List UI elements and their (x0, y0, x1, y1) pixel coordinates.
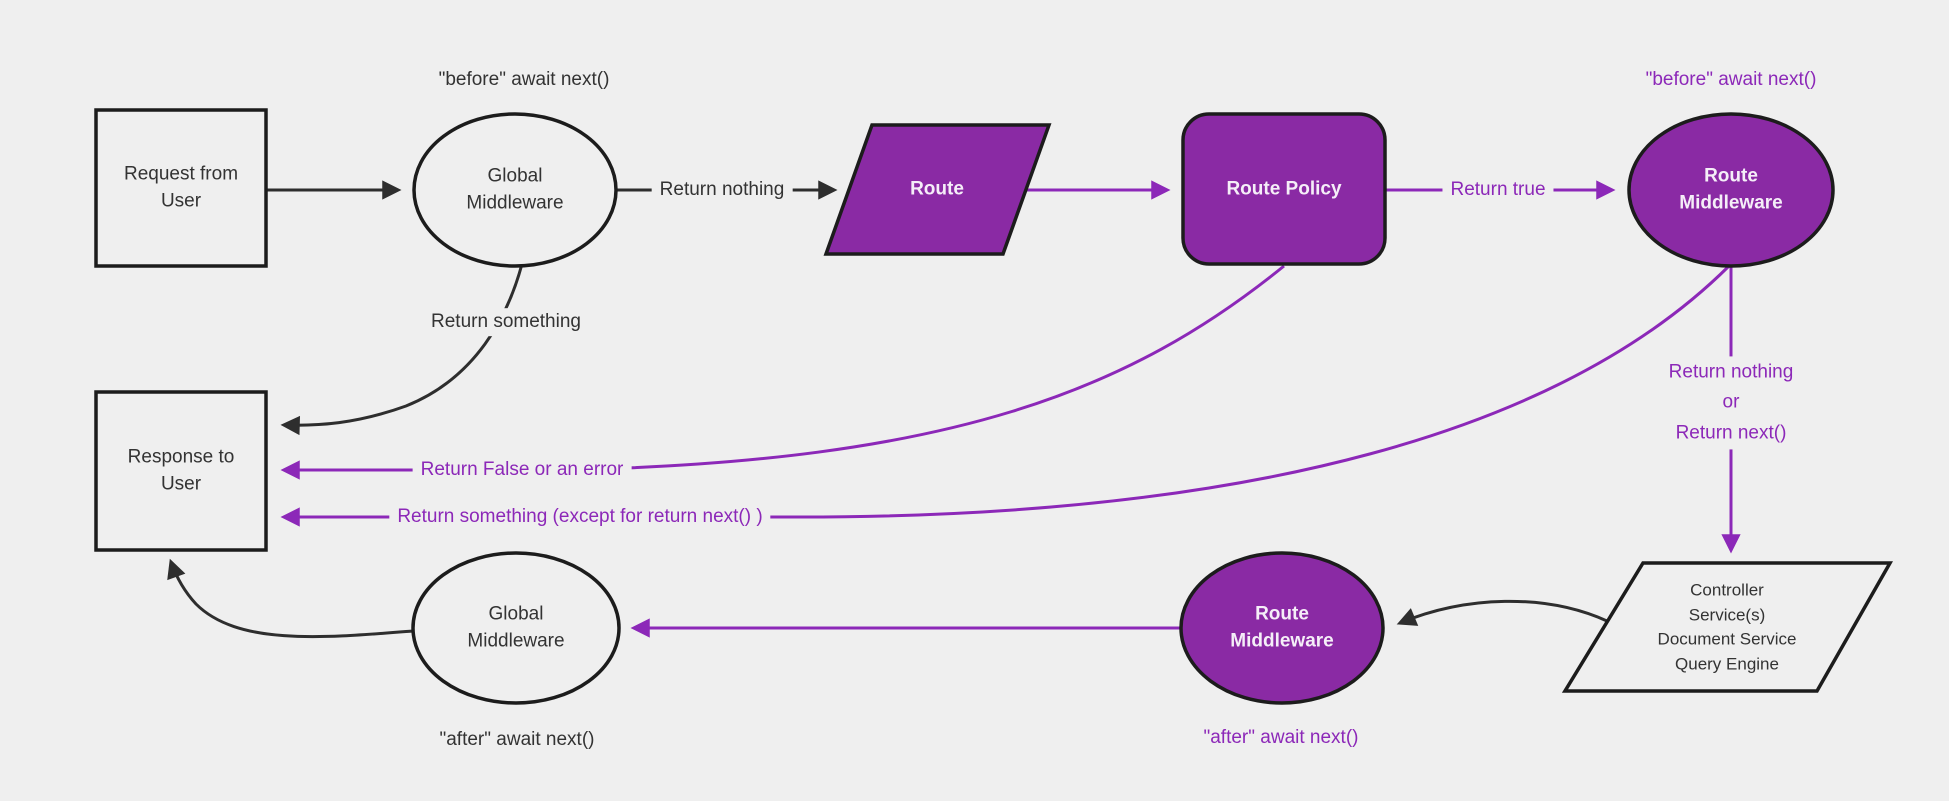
edge-global-middleware-return-something (280, 263, 524, 436)
controller-stack-label: Controller Service(s) Document Service Q… (1617, 579, 1837, 678)
before-await-next-top-left-label: "before" await next() (438, 69, 610, 91)
node-route (823, 123, 1052, 256)
node-route-middleware-top (1627, 112, 1835, 268)
return-true-label: Return true (1442, 176, 1554, 204)
route-label: Route (910, 178, 964, 200)
request-from-user-label: Request from User (123, 163, 239, 211)
edge-global-middleware-bottom-to-response (167, 558, 414, 639)
controller-stack-line: Service(s) (1688, 605, 1766, 625)
route-policy-label: Route Policy (1226, 178, 1342, 200)
node-global-middleware-bottom (411, 551, 621, 705)
before-await-next-top-right-label: "before" await next() (1645, 69, 1817, 91)
controller-stack-line: Controller (1690, 580, 1764, 600)
route-middleware-top-label: Route Middleware (1679, 165, 1783, 213)
controller-stack-line: Query Engine (1675, 654, 1779, 674)
edge-route-policy-return-false (280, 264, 1285, 480)
edge-route-middleware-return-something (280, 264, 1731, 527)
after-await-next-bottom-mid-label: "after" await next() (1203, 727, 1359, 749)
return-nothing-or-next-label: Return nothing or Return next() (1660, 356, 1802, 450)
route-middleware-bottom-label: Route Middleware (1230, 603, 1334, 651)
node-route-policy (1181, 112, 1387, 266)
after-await-next-bottom-left-label: "after" await next() (439, 729, 595, 751)
return-nothing-label: Return nothing (651, 176, 793, 204)
return-something-except-label: Return something (except for return next… (389, 503, 771, 531)
return-false-or-error-label: Return False or an error (412, 456, 632, 484)
return-nothing-or-next-line: or (1722, 391, 1740, 413)
return-something-label: Return something (423, 308, 589, 336)
node-response-to-user (94, 390, 268, 552)
node-controller-stack (1561, 561, 1894, 693)
node-route-middleware-bottom (1179, 551, 1385, 705)
response-to-user-label: Response to User (127, 446, 235, 494)
return-nothing-or-next-line: Return nothing (1668, 361, 1794, 383)
controller-stack-line: Document Service (1657, 630, 1797, 649)
node-request-from-user (94, 108, 268, 268)
node-global-middleware-top (412, 112, 618, 268)
global-middleware-top-label: Global Middleware (466, 165, 564, 213)
edge-controller-to-route-middleware-bottom (1396, 599, 1608, 626)
global-middleware-bottom-label: Global Middleware (467, 603, 565, 651)
return-nothing-or-next-line: Return next() (1675, 422, 1787, 444)
